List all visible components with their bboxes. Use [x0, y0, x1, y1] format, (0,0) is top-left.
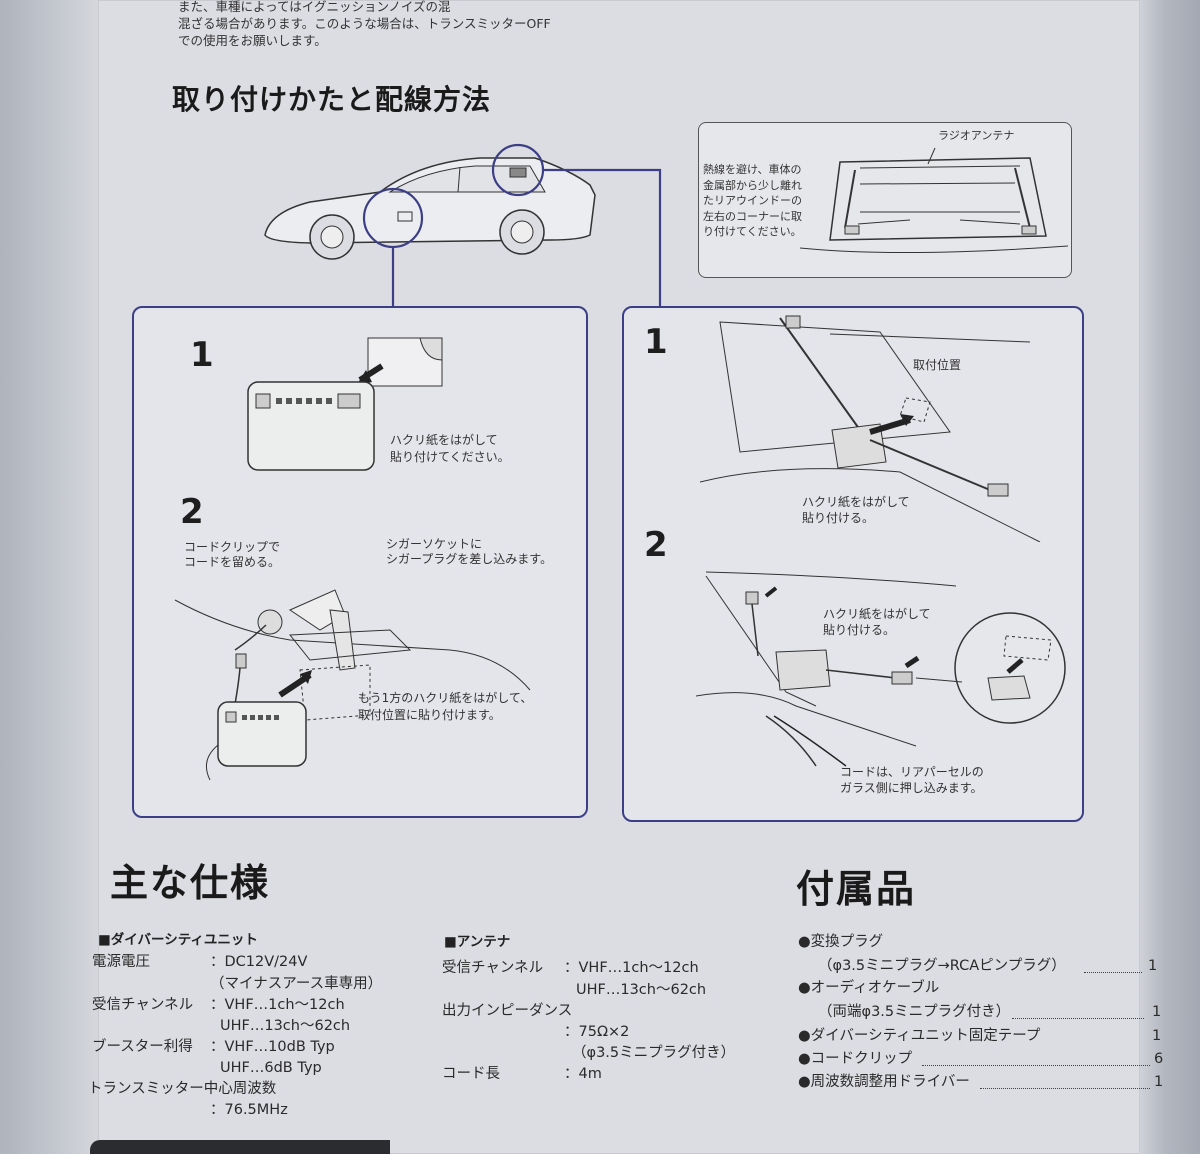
- radio-antenna-label: ラジオアンテナ: [938, 129, 1015, 142]
- right-step1-note: ハクリ紙をはがして 貼り付ける。: [802, 494, 910, 526]
- note-line: 貼り付ける。: [802, 511, 875, 525]
- spec-value: UHF…6dB Typ: [220, 1060, 322, 1076]
- intro-line: 混ざる場合があります。このような場合は、トランスミッターOFF: [178, 16, 551, 31]
- antenna-header: ■アンテナ: [444, 934, 511, 950]
- antenna-step2-illustration: [696, 571, 1066, 767]
- note-line: 貼り付ける。: [823, 623, 896, 637]
- accessory-qty: 1: [1154, 1074, 1164, 1090]
- leader-dots: [980, 1088, 1150, 1089]
- note-line: シガーソケットに: [386, 537, 483, 551]
- spec-label: 出力インピーダンス: [442, 1003, 573, 1019]
- note-line: ガラス側に押し込みます。: [840, 781, 983, 795]
- note-line: 貼り付けてください。: [390, 450, 510, 464]
- note-line: 金属部から少し離れ: [703, 178, 802, 192]
- note-line: ハクリ紙をはがして: [823, 607, 931, 621]
- step-number: 2: [644, 525, 668, 565]
- spec-value: ：VHF…1ch～12ch: [210, 997, 345, 1013]
- car-illustration: [264, 143, 662, 306]
- accessory-name: ●コードクリップ: [798, 1051, 913, 1067]
- install-title: 取り付けかたと配線方法: [172, 83, 492, 116]
- spec-value: ：VHF…10dB Typ: [210, 1039, 335, 1055]
- accessory-qty: 1: [1148, 958, 1158, 974]
- note-line: コードを留める。: [184, 555, 281, 569]
- spec-value: ：76.5MHz: [210, 1102, 288, 1118]
- note-line: 左右のコーナーに取: [703, 209, 802, 223]
- console-illustration: [174, 589, 531, 781]
- intro-line: での使用をお願いします。: [178, 33, 327, 48]
- note-line: コードは、リアパーセルの: [840, 765, 984, 779]
- leader-dots: [922, 1065, 1150, 1066]
- intro-line: また、車種によってはイグニッションノイズの混: [178, 0, 451, 14]
- accessory-name: ●変換プラグ: [798, 934, 884, 950]
- spec-label: 受信チャンネル: [442, 960, 544, 976]
- spec-value: UHF…13ch～62ch: [220, 1018, 351, 1034]
- right-install-panel: [622, 306, 1084, 822]
- specs-title: 主な仕様: [110, 861, 271, 905]
- diversity-spec-table: 電源電圧 ：DC12V/24V （マイナスアース車専用） 受信チャンネル ：VH…: [88, 952, 432, 1122]
- note-line: ハクリ紙をはがして: [390, 433, 498, 447]
- mount-position-label: 取付位置: [913, 358, 962, 372]
- spec-value: （φ3.5ミニプラグ付き）: [572, 1045, 736, 1061]
- spec-label: ブースター利得: [92, 1039, 193, 1055]
- note-line: ハクリ紙をはがして: [802, 495, 910, 509]
- note-line: もう1方のハクリ紙をはがして、: [358, 691, 533, 705]
- step1-note: ハクリ紙をはがして 貼り付けてください。: [390, 432, 510, 466]
- intro-text: また、車種によってはイグニッションノイズの混 混ざる場合があります。このような場…: [178, 0, 551, 49]
- note-line: 熱線を避け、車体の: [703, 163, 802, 176]
- accessory-qty: 1: [1152, 1004, 1162, 1020]
- note-line: り付けてください。: [703, 225, 802, 238]
- note-line: シガープラグを差し込みます。: [386, 552, 553, 566]
- spec-value: UHF…13ch～62ch: [576, 982, 707, 998]
- spec-label: 受信チャンネル: [92, 997, 194, 1013]
- rear-window-drawing: [800, 147, 1068, 254]
- spec-value: ：75Ω×2: [564, 1024, 630, 1040]
- right-step2-note: ハクリ紙をはがして 貼り付ける。: [823, 606, 931, 638]
- step-number: 1: [190, 335, 214, 375]
- accessory-name: ●オーディオケーブル: [798, 980, 940, 996]
- note-line: 取付位置に貼り付けます。: [358, 708, 501, 722]
- unit-illustration: [247, 337, 443, 471]
- box-left-edge: [0, 0, 98, 1154]
- spec-label: コード長: [442, 1066, 500, 1082]
- spec-label: トランスミッター中心周波数: [88, 1081, 277, 1097]
- leader-dots: [1012, 1018, 1144, 1019]
- accessory-qty: 1: [1152, 1028, 1162, 1044]
- clip-note: コードクリップで コードを留める。: [184, 540, 280, 570]
- cord-note: コードは、リアパーセルの ガラス側に押し込みます。: [840, 764, 984, 796]
- note-line: コードクリップで: [184, 540, 281, 554]
- accessory-detail: （φ3.5ミニプラグ→RCAピンプラグ）: [818, 958, 1066, 974]
- accessory-name: ●ダイバーシティユニット固定テープ: [798, 1028, 1041, 1044]
- diversity-unit-header: ■ダイバーシティユニット: [98, 932, 258, 948]
- spec-value: ：DC12V/24V: [210, 954, 308, 970]
- accessories-list: ●変換プラグ （φ3.5ミニプラグ→RCAピンプラグ） 1 ●オーディオケーブル…: [798, 932, 1170, 1092]
- spec-value: ：4m: [564, 1066, 602, 1082]
- accessory-name: ●周波数調整用ドライバー: [798, 1074, 970, 1090]
- spec-value: ：VHF…1ch～12ch: [564, 960, 699, 976]
- leader-dots: [1084, 972, 1142, 973]
- antenna-spec-table: 受信チャンネル ：VHF…1ch～12ch UHF…13ch～62ch 出力イン…: [442, 958, 762, 1088]
- spec-value: （マイナスアース車専用）: [210, 976, 383, 992]
- paper-note: もう1方のハクリ紙をはがして、 取付位置に貼り付けます。: [358, 690, 532, 724]
- rear-window-note: 熱線を避け、車体の 金属部から少し離れ たリアウインドーの 左右のコーナーに取 …: [703, 162, 802, 240]
- note-line: たリアウインドーの: [703, 194, 802, 207]
- step-number: 1: [644, 322, 668, 362]
- spec-label: 電源電圧: [92, 954, 150, 970]
- accessories-title: 付属品: [796, 867, 917, 911]
- box-right-edge: [1140, 0, 1200, 1154]
- antenna-step1-illustration: [700, 315, 1041, 542]
- step-number: 2: [180, 492, 204, 532]
- bottom-band: [90, 1140, 390, 1154]
- accessory-detail: （両端φ3.5ミニプラグ付き）: [818, 1004, 1011, 1020]
- socket-note: シガーソケットに シガープラグを差し込みます。: [386, 537, 552, 567]
- accessory-qty: 6: [1154, 1051, 1164, 1067]
